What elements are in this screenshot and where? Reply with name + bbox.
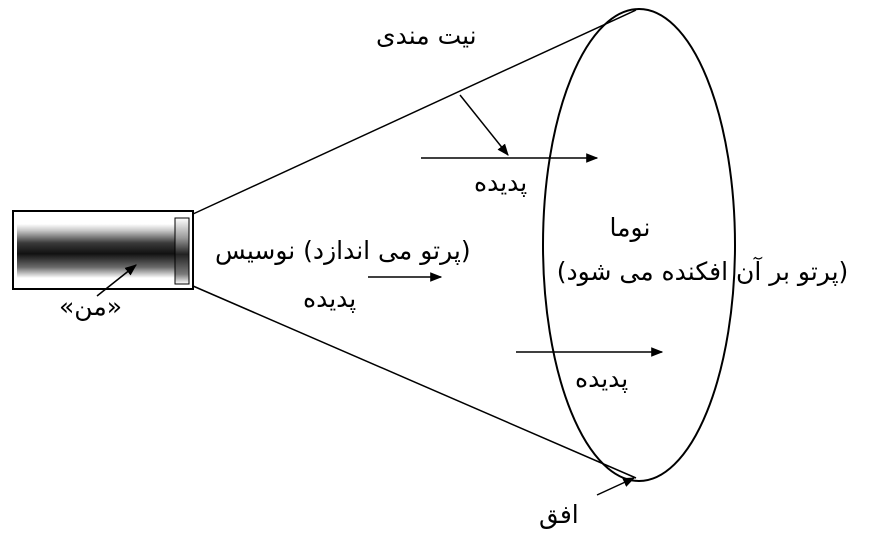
flashlight-tube: [17, 224, 175, 278]
cone-lower-edge: [192, 285, 637, 479]
noumenon-note-label: (پرتو بر آن افکنده می شود): [556, 257, 849, 286]
flashlight: [12, 210, 194, 290]
intentionality-label: نیت مندی: [376, 21, 477, 50]
self-pointer: [96, 264, 137, 297]
horizon-pointer: [596, 477, 636, 496]
intentionality-pointer: [459, 94, 509, 156]
phenomenon-label-bottom: پدیده: [575, 364, 629, 393]
self-label: «من»: [59, 292, 123, 321]
noumenon-label: نوما: [609, 213, 651, 242]
noumenon-ellipse: [542, 8, 736, 482]
cone-upper-edge: [192, 9, 637, 215]
phenomenon-label-middle: پدیده: [303, 284, 357, 313]
flashlight-head: [174, 217, 190, 285]
phenomenon-label-top: پدیده: [474, 168, 528, 197]
noesis-label: (پرتو می اندازد) نوسیس: [215, 236, 471, 265]
horizon-label: افق: [539, 500, 579, 529]
